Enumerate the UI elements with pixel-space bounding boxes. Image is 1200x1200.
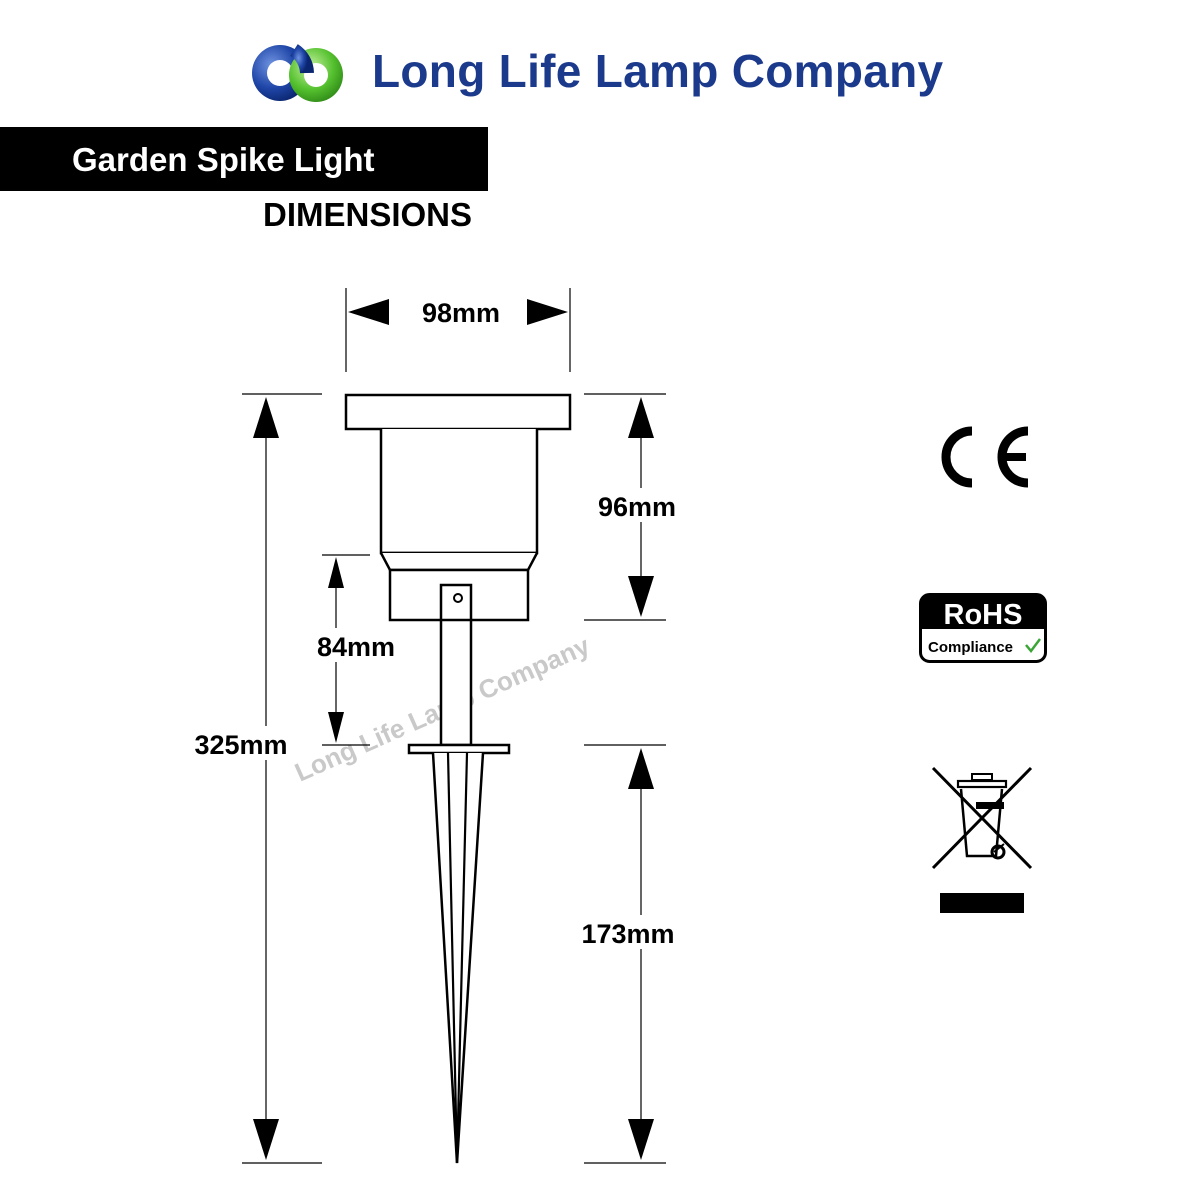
company-name: Long Life Lamp Company: [372, 45, 944, 97]
weee-bin-icon: [931, 766, 1033, 913]
stem-arrow-down: [328, 712, 344, 743]
total-arrow-up: [253, 397, 279, 438]
stem-height-label: 84mm: [317, 632, 395, 662]
lamp-body-taper: [379, 552, 539, 572]
head-arrow-down: [628, 576, 654, 617]
width-label: 98mm: [422, 298, 500, 328]
head-height-label: 96mm: [598, 492, 676, 522]
width-arrow-right: [527, 299, 568, 325]
stem-arrow-up: [328, 557, 344, 588]
product-title: Garden Spike Light: [72, 141, 375, 178]
ce-mark-icon: [941, 426, 1029, 488]
spike-arrow-up: [628, 748, 654, 789]
company-logo-icon: [252, 44, 343, 102]
dimensions-heading: DIMENSIONS: [263, 196, 473, 233]
rohs-compliance-badge: RoHS Compliance: [919, 593, 1047, 663]
rohs-subtitle: Compliance: [928, 639, 1013, 656]
head-arrow-up: [628, 397, 654, 438]
lamp-body: [379, 429, 539, 555]
title-banner: [0, 127, 488, 191]
total-height-label: 325mm: [194, 730, 287, 760]
total-arrow-down: [253, 1119, 279, 1160]
lamp-top-cap: [344, 393, 572, 431]
lamp-stem: [439, 618, 473, 747]
bracket-screw: [453, 593, 463, 603]
rohs-check-icon: [1025, 638, 1041, 654]
width-arrow-left: [348, 299, 389, 325]
spike-flange: [407, 743, 511, 755]
spike-arrow-down: [628, 1119, 654, 1160]
spike-length-label: 173mm: [581, 919, 674, 949]
spike-fin-left: [446, 752, 459, 1164]
spike-fin-right: [455, 752, 469, 1164]
rohs-title: RoHS: [944, 599, 1023, 631]
